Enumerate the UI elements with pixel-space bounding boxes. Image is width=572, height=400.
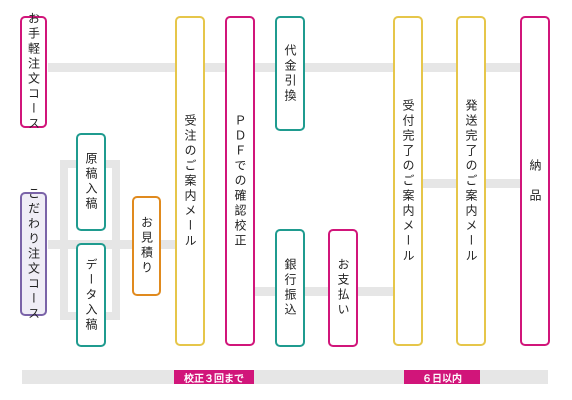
- label-payment: お支払い: [336, 258, 350, 318]
- box-manuscript-upload: 原稿入稿: [76, 133, 106, 231]
- days-limit-label: ６日以内: [422, 373, 462, 385]
- box-delivery: 納 品: [520, 16, 550, 346]
- label-pdf-proof: ＰＤＦでの確認校正: [233, 113, 247, 249]
- proof-limit-badge: 校正３回まで: [174, 370, 254, 385]
- connector-kodawari-line: [48, 240, 178, 249]
- box-order-mail: 受注のご案内メール: [175, 16, 205, 346]
- label-kodawari-course: こだわり注文コース: [26, 186, 41, 322]
- label-bank-transfer: 銀行振込: [283, 258, 297, 318]
- box-data-upload: データ入稿: [76, 243, 106, 347]
- box-omakase-course: お手軽注文コース: [20, 12, 47, 132]
- label-omakase-course: お手軽注文コース: [26, 12, 41, 132]
- box-shipment-mail: 発送完了のご案内メール: [456, 16, 486, 346]
- label-manuscript-upload: 原稿入稿: [84, 152, 98, 212]
- label-order-mail: 受注のご案内メール: [183, 113, 197, 249]
- box-bank-transfer: 銀行振込: [275, 229, 305, 347]
- label-shipment-mail: 発送完了のご案内メール: [464, 98, 478, 264]
- box-estimate: お見積り: [132, 196, 161, 296]
- box-cash-on-delivery: 代金引換: [275, 16, 305, 131]
- box-acceptance-mail: 受付完了のご案内メール: [393, 16, 423, 346]
- label-data-upload: データ入稿: [84, 257, 98, 333]
- box-kodawari-course: こだわり注文コース: [20, 187, 47, 322]
- box-payment: お支払い: [328, 229, 358, 347]
- box-pdf-proof: ＰＤＦでの確認校正: [225, 16, 255, 346]
- proof-limit-label: 校正３回まで: [184, 373, 244, 385]
- days-limit-badge: ６日以内: [404, 370, 480, 385]
- connector-bottom-line: [255, 287, 400, 296]
- label-cash-on-delivery: 代金引換: [283, 43, 297, 104]
- label-delivery: 納 品: [528, 158, 542, 204]
- label-estimate: お見積り: [139, 216, 154, 276]
- label-acceptance-mail: 受付完了のご案内メール: [401, 98, 415, 264]
